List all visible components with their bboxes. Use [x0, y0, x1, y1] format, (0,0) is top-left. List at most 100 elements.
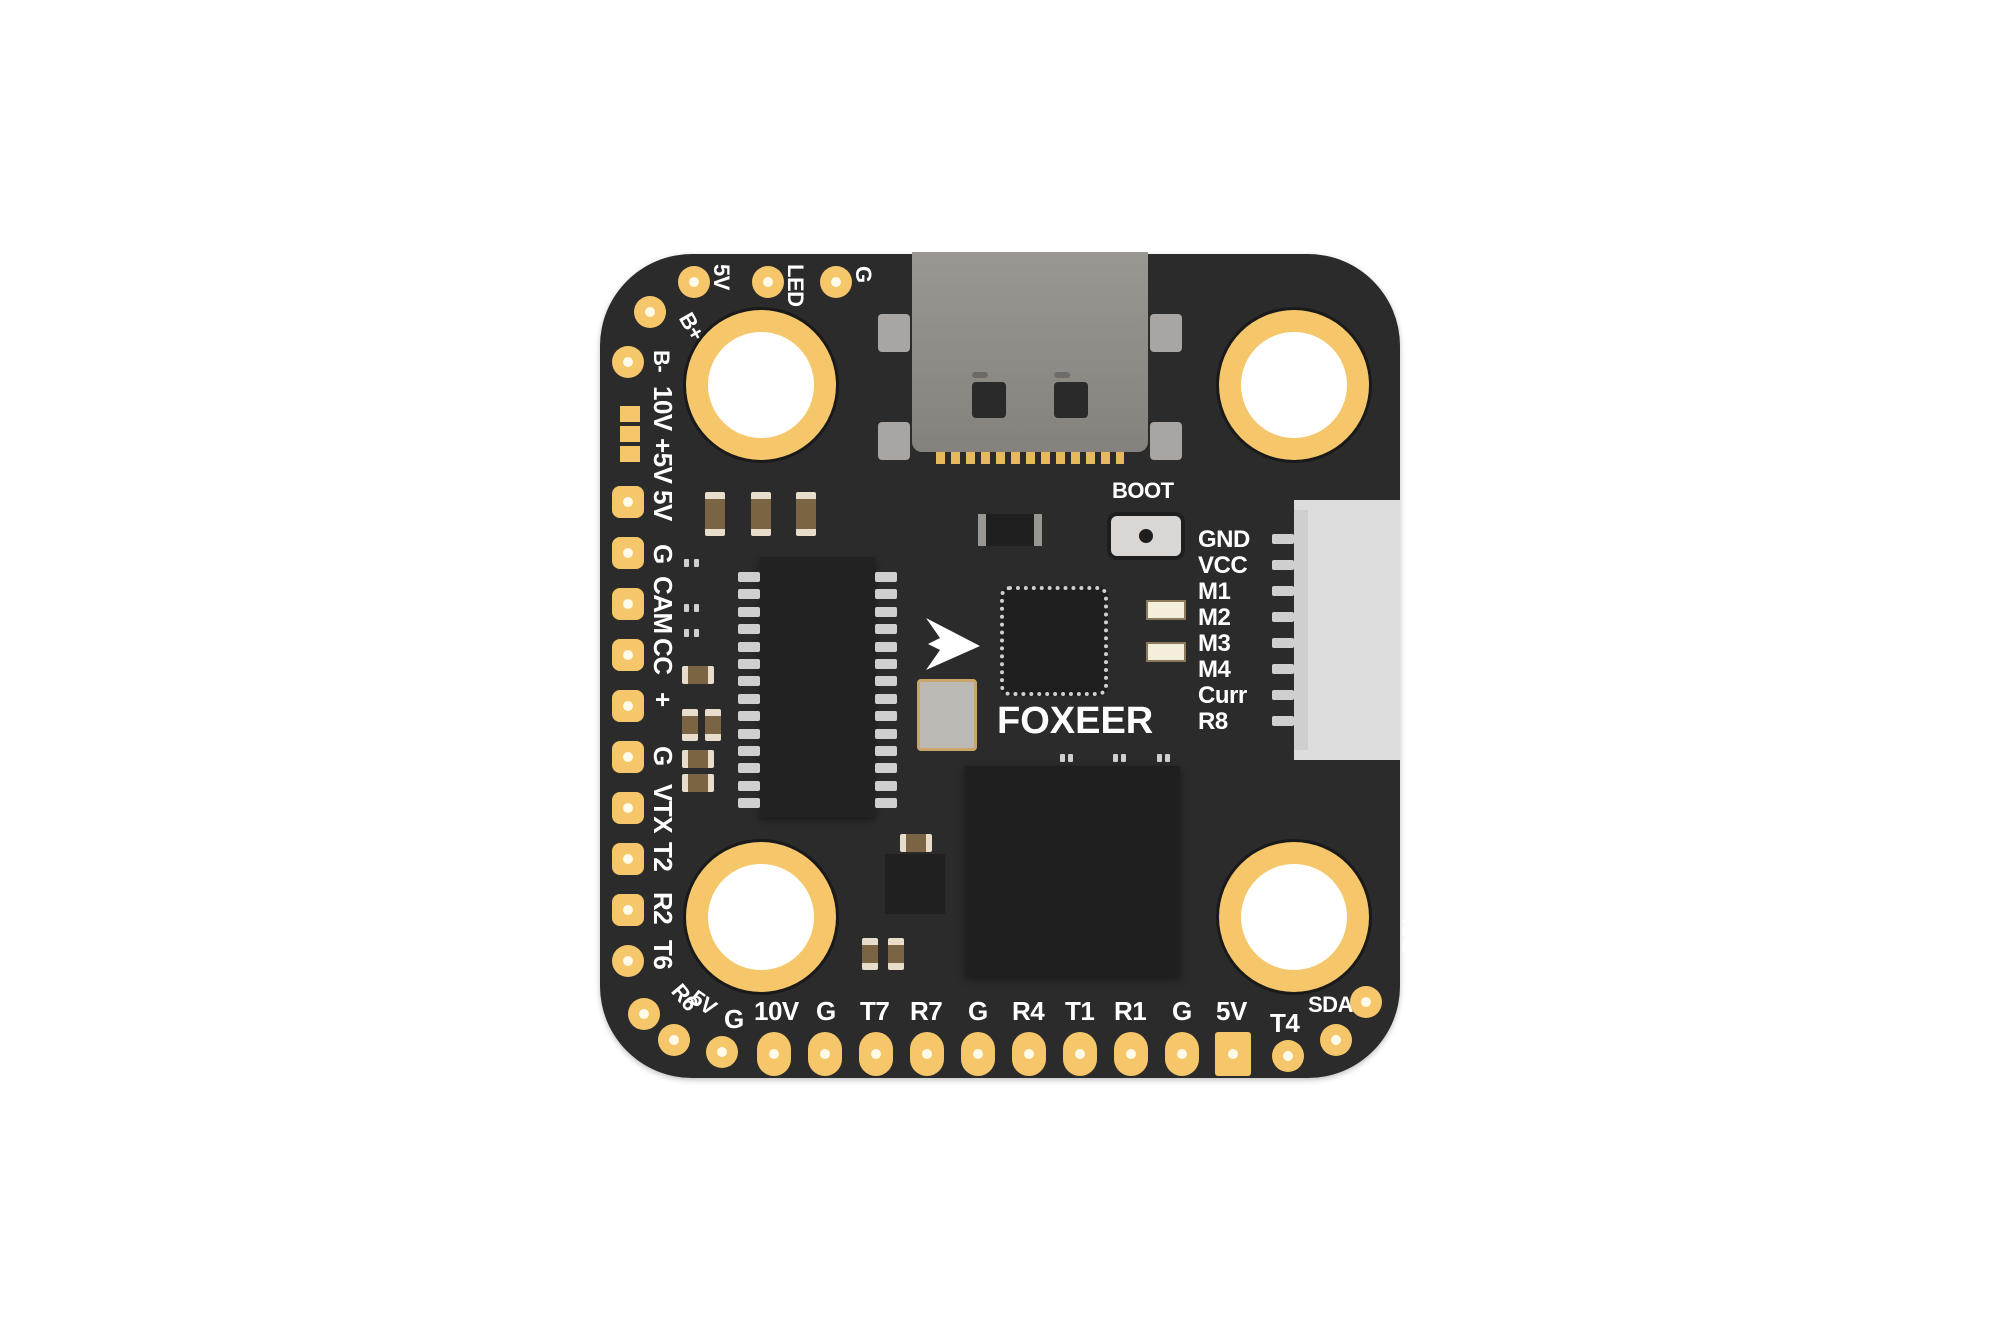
label-g-2: G	[648, 746, 678, 766]
pad-cam[interactable]	[612, 588, 644, 620]
tiny-passive-7	[1060, 754, 1065, 762]
mounting-hole-top-right	[1219, 310, 1369, 460]
label-m4: M4	[1198, 656, 1231, 683]
pad-bottom-sda[interactable]	[1320, 1024, 1352, 1056]
ic-pin-left	[738, 746, 760, 756]
pad-b-plus[interactable]	[634, 296, 666, 328]
pad-bottom-g-4[interactable]	[1165, 1032, 1199, 1076]
ic-pin-left	[738, 780, 760, 791]
ic-chip-left	[760, 557, 875, 817]
bridge-pad-2[interactable]	[620, 426, 640, 442]
usb-tab-left-bottom	[878, 422, 910, 460]
label-bottom-r4: R4	[1012, 996, 1045, 1026]
connector-pin-m2	[1272, 612, 1294, 622]
pad-bottom-5v-2[interactable]	[1215, 1032, 1251, 1076]
pad-bottom-scl[interactable]	[1350, 986, 1382, 1018]
pad-bottom-t1[interactable]	[1063, 1032, 1097, 1076]
ic-pin-right	[875, 711, 897, 722]
boot-button[interactable]	[1111, 516, 1181, 556]
tiny-passive-4	[694, 604, 699, 612]
label-bottom-t1: T1	[1065, 996, 1095, 1026]
ic-pin-left	[738, 711, 760, 722]
diode-component	[978, 514, 1042, 546]
connector-pin-vcc	[1272, 560, 1294, 570]
ic-pin-left	[738, 589, 760, 600]
ic-pin-right	[875, 763, 897, 774]
usb-c-port-icon[interactable]	[912, 252, 1148, 452]
ic-pin-left	[738, 572, 760, 582]
usb-contacts	[936, 452, 1124, 464]
label-bottom-g-2: G	[816, 996, 836, 1026]
pad-bottom-t7[interactable]	[859, 1032, 893, 1076]
label-m2: M2	[1198, 604, 1231, 631]
tiny-passive-10	[1121, 754, 1126, 762]
label-b-minus: B-	[649, 350, 674, 373]
label-g-1: G	[648, 544, 678, 564]
crystal-component	[917, 679, 977, 751]
ic-pin-right	[875, 589, 897, 600]
pad-5v[interactable]	[612, 486, 644, 518]
usb-tab-right-top	[1150, 314, 1182, 352]
label-m3: M3	[1198, 630, 1231, 657]
connector-pin-r8	[1272, 716, 1294, 726]
ic-pin-right	[875, 659, 897, 669]
boot-button-dot	[1139, 529, 1153, 543]
pad-t6[interactable]	[612, 945, 644, 977]
gyro-chip	[1000, 586, 1108, 696]
usb-tab-right-bottom	[1150, 422, 1182, 460]
pad-bottom-g-3[interactable]	[961, 1032, 995, 1076]
ic-pin-left	[738, 624, 760, 635]
led-1	[1146, 600, 1186, 620]
label-vcc: VCC	[1198, 552, 1248, 579]
pad-bottom-5v[interactable]	[658, 1024, 690, 1056]
label-bottom-5v-2: 5V	[1216, 996, 1247, 1026]
pad-r6[interactable]	[628, 998, 660, 1030]
pad-vtx[interactable]	[612, 792, 644, 824]
pad-g-2[interactable]	[612, 741, 644, 773]
pad-t2[interactable]	[612, 843, 644, 875]
pad-bottom-r7[interactable]	[910, 1032, 944, 1076]
mounting-hole-bottom-right	[1219, 842, 1369, 992]
label-bottom-10v: 10V	[754, 996, 799, 1026]
pad-bottom-10v[interactable]	[757, 1032, 791, 1076]
capacitor-11	[888, 938, 904, 970]
ic-pin-right	[875, 746, 897, 756]
label-bottom-r7: R7	[910, 996, 943, 1026]
pad-bottom-g-2[interactable]	[808, 1032, 842, 1076]
ic-pin-left	[738, 728, 760, 739]
ic-pin-right	[875, 693, 897, 704]
capacitor-6	[705, 709, 721, 741]
esc-connector[interactable]	[1294, 500, 1400, 760]
pad-top-5v[interactable]	[678, 266, 710, 298]
capacitor-10	[862, 938, 878, 970]
label-5v: 5V	[648, 490, 678, 521]
ic-pin-left	[738, 659, 760, 669]
pad-bottom-t4[interactable]	[1272, 1040, 1304, 1072]
pad-g-1[interactable]	[612, 537, 644, 569]
tiny-passive-11	[1157, 754, 1162, 762]
bridge-pad-3[interactable]	[620, 446, 640, 462]
capacitor-5	[682, 709, 698, 741]
pad-bottom-r1[interactable]	[1114, 1032, 1148, 1076]
label-bottom-sda: SDA	[1308, 992, 1353, 1017]
mounting-hole-top-left	[686, 310, 836, 460]
pad-top-g[interactable]	[820, 266, 852, 298]
pad-top-led[interactable]	[752, 266, 784, 298]
capacitor-8	[682, 774, 714, 792]
pad-r2[interactable]	[612, 894, 644, 926]
pad-bottom-g-1[interactable]	[706, 1036, 738, 1068]
label-cam: CAM	[648, 576, 678, 634]
foxeer-arrow-logo-icon	[926, 618, 980, 670]
pad-bottom-r4[interactable]	[1012, 1032, 1046, 1076]
label-cc: CC	[648, 638, 678, 675]
bridge-pad-1[interactable]	[620, 406, 640, 422]
regulator-chip	[885, 854, 945, 914]
ic-pin-right	[875, 780, 897, 791]
pad-plus[interactable]	[612, 690, 644, 722]
tiny-passive-1	[684, 559, 689, 567]
label-vtx: VTX	[648, 784, 678, 834]
pad-cc[interactable]	[612, 639, 644, 671]
pad-b-minus[interactable]	[612, 346, 644, 378]
label-t2: T2	[648, 842, 678, 872]
mounting-hole-bottom-left	[686, 842, 836, 992]
